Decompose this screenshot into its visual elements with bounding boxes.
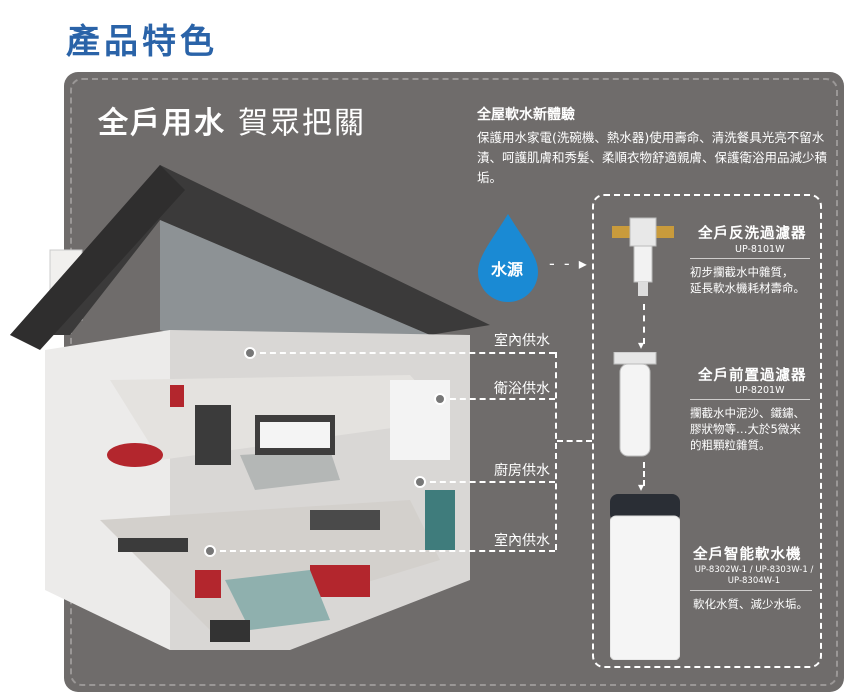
product-3-name: 全戶智能軟水機	[693, 547, 802, 563]
intro-body: 保護用水家電(洗碗機、熱水器)使用壽命、清洗餐具光亮不留水漬、呵護肌膚和秀髮、柔…	[477, 130, 828, 185]
arrow-down-icon: ▾	[638, 480, 645, 494]
arrow-down-icon: ▾	[638, 338, 645, 352]
product-1-model: UP-8101W	[735, 244, 785, 255]
dining-table	[118, 538, 188, 552]
headline-bold: 全戶用水	[98, 106, 226, 141]
house-illustration	[10, 165, 490, 650]
product-2-name: 全戶前置過濾器	[698, 368, 807, 384]
water-drop-icon	[478, 214, 538, 302]
outlet-dot	[244, 347, 256, 359]
intro-title: 全屋軟水新體驗	[477, 107, 575, 123]
supply-label-bathroom: 衛浴供水	[494, 381, 550, 397]
outlet-dot	[204, 545, 216, 557]
fridge	[425, 490, 455, 550]
wardrobe	[195, 405, 231, 465]
flow-line-trunk	[555, 352, 557, 550]
house-wall-left	[45, 330, 170, 650]
kitchen-counter	[310, 510, 380, 530]
living-rug	[225, 570, 330, 630]
product-1-desc: 初步攔截水中雜質， 延長軟水機耗材壽命。	[690, 265, 805, 295]
supply-label-indoor-lower: 室內供水	[494, 533, 550, 549]
pre-filter-image	[613, 352, 657, 457]
headline: 全戶用水賀眾把關	[98, 98, 366, 142]
backwash-filter-image	[612, 217, 674, 296]
product-3-rule	[690, 590, 812, 591]
flow-line-indoor-upper	[250, 352, 555, 354]
product-2-rule	[690, 399, 810, 400]
page-title: 產品特色	[66, 22, 218, 62]
roof-front	[10, 165, 185, 350]
headline-rest: 賀眾把關	[238, 106, 366, 141]
flow-line-to-box	[557, 440, 592, 442]
water-softener-image	[610, 494, 680, 660]
sofa	[310, 565, 370, 597]
product-box	[592, 194, 822, 668]
supply-label-kitchen: 廚房供水	[494, 463, 550, 479]
product-1-rule	[690, 258, 810, 259]
flow-line-1	[643, 304, 645, 344]
outlet-dot	[434, 393, 446, 405]
supply-label-indoor-upper: 室內供水	[494, 333, 550, 349]
lower-floor	[100, 500, 440, 630]
arrow-right-icon: - - ▸	[549, 254, 589, 273]
desk-chair	[170, 385, 184, 407]
flow-line-kitchen	[420, 481, 555, 483]
product-2-desc: 攔截水中泥沙、鐵鏽、 膠狀物等…大於5微米 的粗顆粒雜質。	[690, 406, 805, 452]
outlet-dot	[414, 476, 426, 488]
product-2-model: UP-8201W	[735, 385, 785, 396]
tv	[210, 620, 250, 642]
product-1-name: 全戶反洗過濾器	[698, 226, 807, 242]
red-table	[107, 443, 163, 467]
product-3-desc: 軟化水質、減少水垢。	[693, 597, 808, 611]
product-3-model: UP-8302W-1 / UP-8303W-1 / UP-8304W-1	[694, 565, 814, 586]
flow-line-2	[643, 462, 645, 486]
bedroom-rug	[240, 450, 340, 490]
flow-line-indoor-lower	[210, 550, 555, 552]
armchair	[195, 570, 221, 598]
bed-sheet	[260, 422, 330, 448]
bathroom	[390, 380, 450, 460]
flow-line-bathroom	[440, 398, 555, 400]
water-source-label: 水源	[490, 260, 523, 279]
